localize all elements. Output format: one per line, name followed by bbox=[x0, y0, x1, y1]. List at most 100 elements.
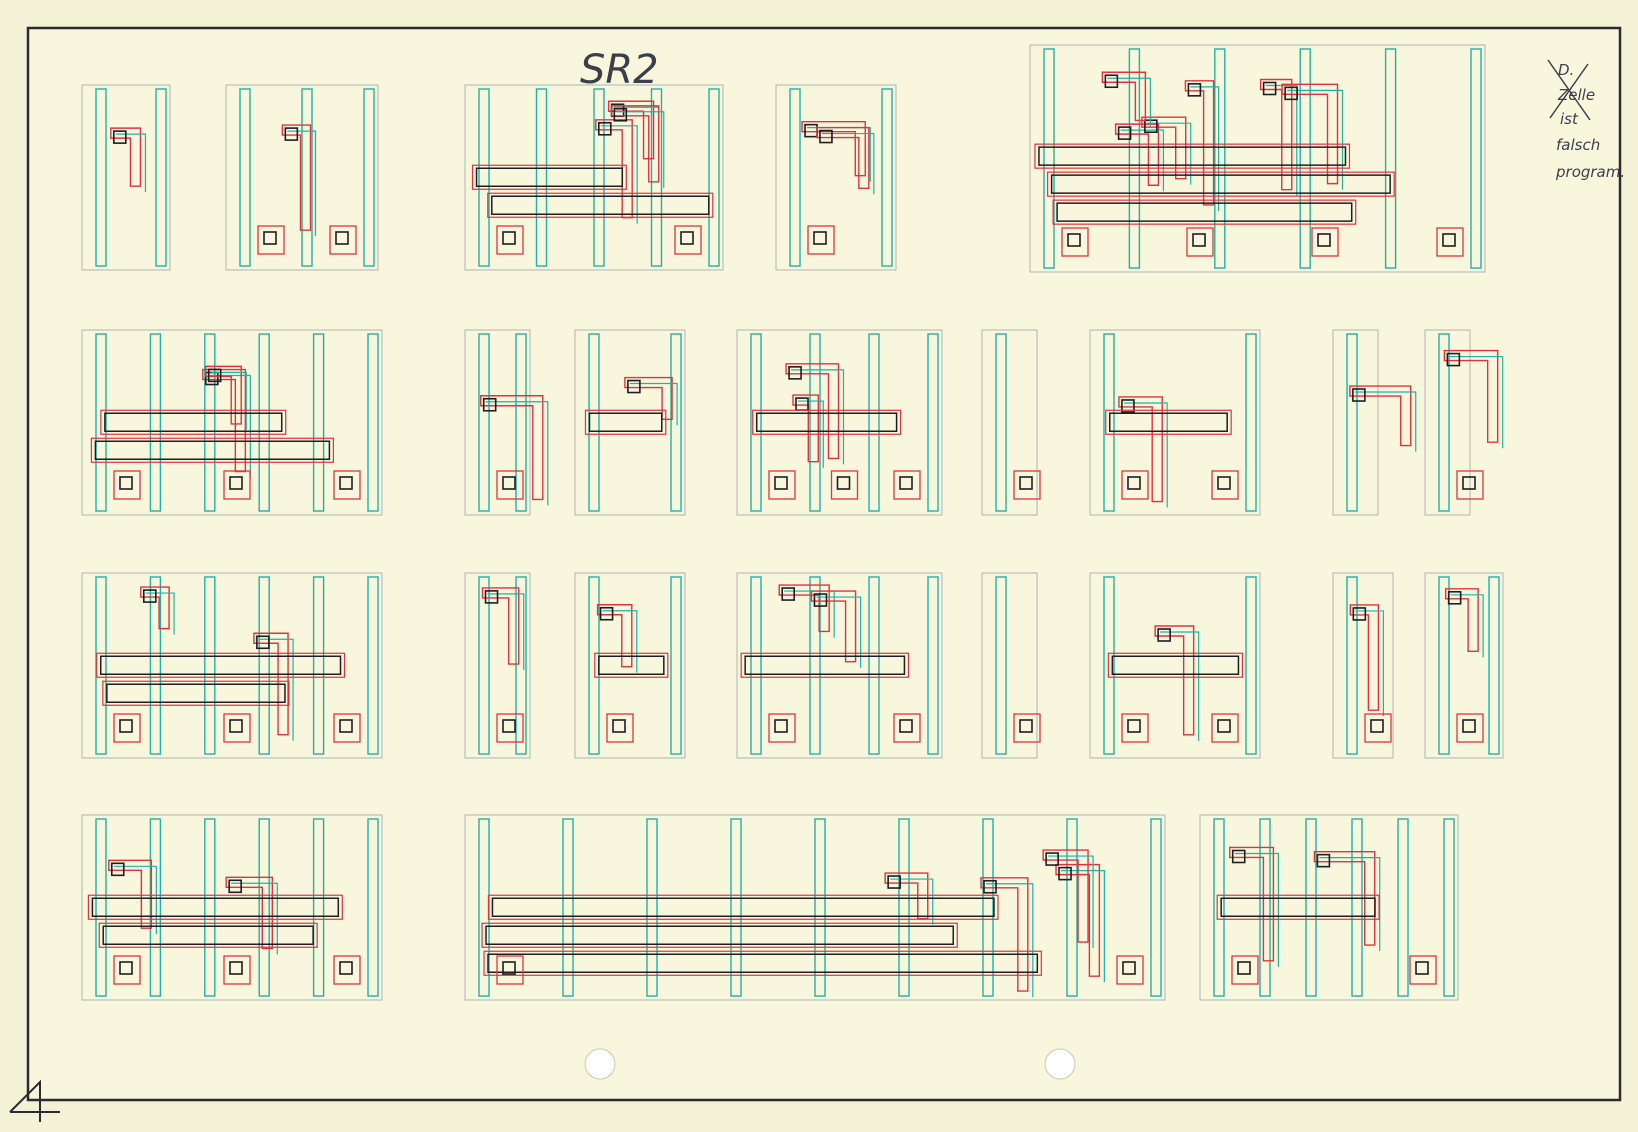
note-line-3: ist bbox=[1560, 110, 1579, 128]
bus-bar bbox=[475, 167, 624, 187]
cell-boundary bbox=[1332, 329, 1379, 516]
metal-trace bbox=[1281, 83, 1339, 185]
diffusion-rail bbox=[149, 576, 162, 755]
diffusion-rail bbox=[1488, 576, 1500, 755]
metal-trace bbox=[281, 124, 312, 231]
diffusion-rail bbox=[312, 818, 325, 997]
metal-trace bbox=[1042, 849, 1089, 943]
diffusion-trace bbox=[816, 596, 862, 668]
diffusion-rail bbox=[95, 818, 107, 997]
contact bbox=[1462, 476, 1476, 490]
diffusion-rail bbox=[1259, 818, 1271, 997]
pad bbox=[496, 470, 524, 500]
pad bbox=[893, 713, 921, 743]
pad bbox=[1231, 955, 1259, 985]
diffusion-trace bbox=[1107, 77, 1151, 127]
diffusion-rail bbox=[1128, 48, 1141, 269]
bus-bar bbox=[744, 655, 906, 675]
pad bbox=[496, 225, 524, 255]
contact bbox=[339, 961, 353, 975]
punch-hole-left bbox=[584, 1048, 616, 1080]
diffusion-rail bbox=[239, 88, 251, 267]
pad bbox=[1121, 713, 1149, 743]
contact bbox=[482, 397, 497, 412]
contact bbox=[1192, 233, 1206, 247]
metal-bar bbox=[96, 652, 346, 678]
cell-layout bbox=[81, 814, 383, 1001]
contact bbox=[836, 476, 851, 490]
diffusion-rail bbox=[927, 576, 939, 755]
diffusion-rail bbox=[927, 333, 939, 512]
contact bbox=[774, 476, 788, 490]
diffusion-trace bbox=[1234, 852, 1279, 967]
diffusion-rail bbox=[367, 333, 379, 512]
cell-layout bbox=[736, 329, 943, 516]
bus-bar bbox=[1056, 202, 1353, 222]
metal-trace bbox=[1118, 396, 1163, 503]
metal-trace bbox=[1055, 863, 1101, 977]
bus-bar bbox=[1220, 897, 1376, 917]
cell-layout bbox=[981, 329, 1041, 516]
contact bbox=[502, 719, 516, 733]
diffusion-rail bbox=[1470, 48, 1482, 269]
diffusion-rail bbox=[750, 333, 762, 512]
metal-trace bbox=[253, 632, 289, 736]
cell-layout bbox=[464, 572, 531, 759]
cell-layout bbox=[574, 329, 686, 516]
pad bbox=[333, 955, 361, 985]
contact bbox=[781, 587, 796, 601]
diffusion-rail bbox=[1043, 48, 1055, 269]
diffusion-rail bbox=[1299, 48, 1311, 269]
metal-bar bbox=[584, 409, 667, 435]
diffusion-rail bbox=[1305, 818, 1317, 997]
cell-boundary bbox=[736, 572, 943, 759]
cell-layout bbox=[1199, 814, 1459, 1001]
diffusion-trace bbox=[1160, 631, 1200, 741]
metal-bar bbox=[481, 922, 958, 948]
metal-trace bbox=[792, 394, 819, 463]
pad bbox=[1409, 955, 1437, 985]
diffusion-trace bbox=[602, 610, 638, 673]
metal-bar bbox=[483, 950, 1042, 976]
contact bbox=[1237, 961, 1251, 975]
pad bbox=[496, 713, 524, 743]
diffusion-rail bbox=[1443, 818, 1455, 997]
pad bbox=[807, 225, 835, 255]
metal-bar bbox=[471, 164, 627, 190]
diffusion-rail bbox=[593, 88, 605, 267]
contact bbox=[110, 862, 125, 877]
metal-trace bbox=[1313, 850, 1376, 946]
metal-bar bbox=[90, 437, 335, 463]
handwritten-note: D. Zelle ist falsch program. bbox=[1547, 59, 1625, 181]
contact bbox=[502, 476, 516, 490]
cell-boundary bbox=[574, 572, 686, 759]
pad bbox=[333, 713, 361, 743]
diffusion-rail bbox=[670, 333, 682, 512]
metal-bar bbox=[1107, 652, 1244, 678]
cell-layout bbox=[1332, 329, 1417, 516]
bus-bar bbox=[485, 925, 954, 945]
contact bbox=[1262, 81, 1277, 96]
diffusion-trace bbox=[207, 374, 251, 478]
contact bbox=[256, 635, 270, 650]
pad bbox=[1364, 713, 1392, 743]
bus-bar bbox=[1111, 655, 1240, 675]
cell-layout bbox=[464, 329, 549, 516]
diffusion-rail bbox=[868, 333, 880, 512]
bus-bar bbox=[491, 897, 995, 917]
contact bbox=[899, 719, 913, 733]
diffusion-trace bbox=[821, 132, 875, 195]
metal-bar bbox=[1034, 143, 1351, 169]
diffusion-rail bbox=[809, 576, 821, 755]
metal-trace bbox=[1349, 385, 1412, 447]
metal-trace bbox=[481, 587, 520, 665]
contact bbox=[599, 606, 614, 621]
cell-layout bbox=[1424, 329, 1504, 516]
diffusion-rail bbox=[898, 818, 910, 997]
diffusion-rail bbox=[881, 88, 893, 267]
pad bbox=[113, 713, 141, 743]
diffusion-rail bbox=[1245, 333, 1257, 512]
bus-bar bbox=[99, 655, 342, 675]
cell-layout bbox=[1029, 44, 1486, 273]
contact bbox=[119, 961, 133, 975]
